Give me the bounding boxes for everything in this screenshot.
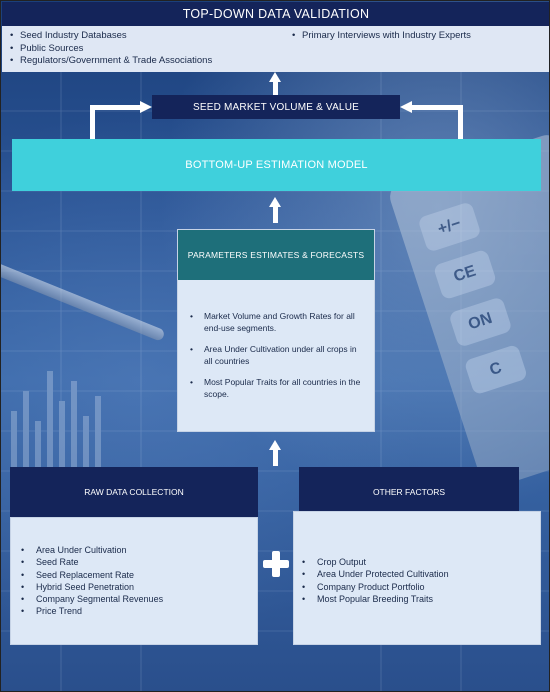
list-item: Company Segmental Revenues (21, 593, 257, 606)
list-item: Most Popular Breeding Traits (302, 593, 540, 606)
raw-data-list: Area Under Cultivation Seed Rate Seed Re… (11, 518, 257, 618)
top-down-validation-header: TOP-DOWN DATA VALIDATION (2, 2, 549, 26)
secondary-sources-list: Seed Industry Databases Public Sources R… (10, 30, 212, 68)
arrow-left-icon (400, 101, 412, 113)
other-factors-panel: Crop Output Area Under Protected Cultiva… (293, 511, 541, 645)
list-item: Area Under Cultivation (21, 544, 257, 557)
list-item: Seed Industry Databases (10, 30, 212, 43)
arrow-up-stem (273, 450, 278, 466)
list-item: Price Trend (21, 605, 257, 618)
raw-data-collection-panel: Area Under Cultivation Seed Rate Seed Re… (10, 517, 258, 645)
arrow-up-stem (273, 81, 278, 95)
parameters-list: Market Volume and Growth Rates for all e… (178, 280, 374, 400)
list-item: Area Under Protected Cultivation (302, 568, 540, 581)
list-item: Crop Output (302, 556, 540, 569)
other-factors-list: Crop Output Area Under Protected Cultiva… (294, 512, 540, 605)
list-item: Regulators/Government & Trade Associatio… (10, 55, 212, 68)
right-elbow-arrow-bar (412, 105, 463, 110)
calculator-key: CE (432, 248, 498, 301)
arrow-up-icon (269, 440, 281, 450)
list-item: Hybrid Seed Penetration (21, 581, 257, 594)
seed-market-volume-value-box: SEED MARKET VOLUME & VALUE (152, 95, 400, 119)
parameters-estimates-box: PARAMETERS ESTIMATES & FORECASTS Market … (177, 229, 375, 432)
raw-data-collection-title: RAW DATA COLLECTION (10, 467, 258, 517)
list-item: Primary Interviews with Industry Experts (292, 30, 471, 43)
list-item: Seed Rate (21, 556, 257, 569)
arrow-up-stem (273, 207, 278, 223)
other-factors-title: OTHER FACTORS (299, 467, 519, 517)
list-item: Most Popular Traits for all countries in… (190, 376, 366, 400)
raw-data-collection-box: RAW DATA COLLECTION Area Under Cultivati… (10, 467, 258, 645)
calculator-key: C (463, 343, 529, 396)
arrow-up-icon (269, 197, 281, 207)
arrow-right-icon (140, 101, 152, 113)
left-elbow-arrow-bar (90, 105, 142, 110)
list-item: Company Product Portfolio (302, 581, 540, 594)
right-elbow-arrow-stem (458, 107, 463, 139)
calculator-key: ON (448, 296, 513, 348)
plus-icon (263, 551, 289, 577)
primary-sources-list: Primary Interviews with Industry Experts (292, 30, 471, 43)
left-elbow-arrow-stem (90, 107, 95, 139)
parameters-estimates-title: PARAMETERS ESTIMATES & FORECASTS (178, 230, 374, 280)
other-factors-box: OTHER FACTORS Crop Output Area Under Pro… (293, 467, 541, 645)
arrow-up-icon (269, 72, 281, 82)
list-item: Public Sources (10, 43, 212, 56)
list-item: Seed Replacement Rate (21, 569, 257, 582)
list-item: Area Under Cultivation under all crops i… (190, 343, 366, 367)
top-down-sources-panel: Seed Industry Databases Public Sources R… (2, 26, 549, 72)
calculator-key: +/− (417, 201, 482, 253)
list-item: Market Volume and Growth Rates for all e… (190, 310, 366, 334)
bottom-up-estimation-box: BOTTOM-UP ESTIMATION MODEL (12, 139, 541, 191)
